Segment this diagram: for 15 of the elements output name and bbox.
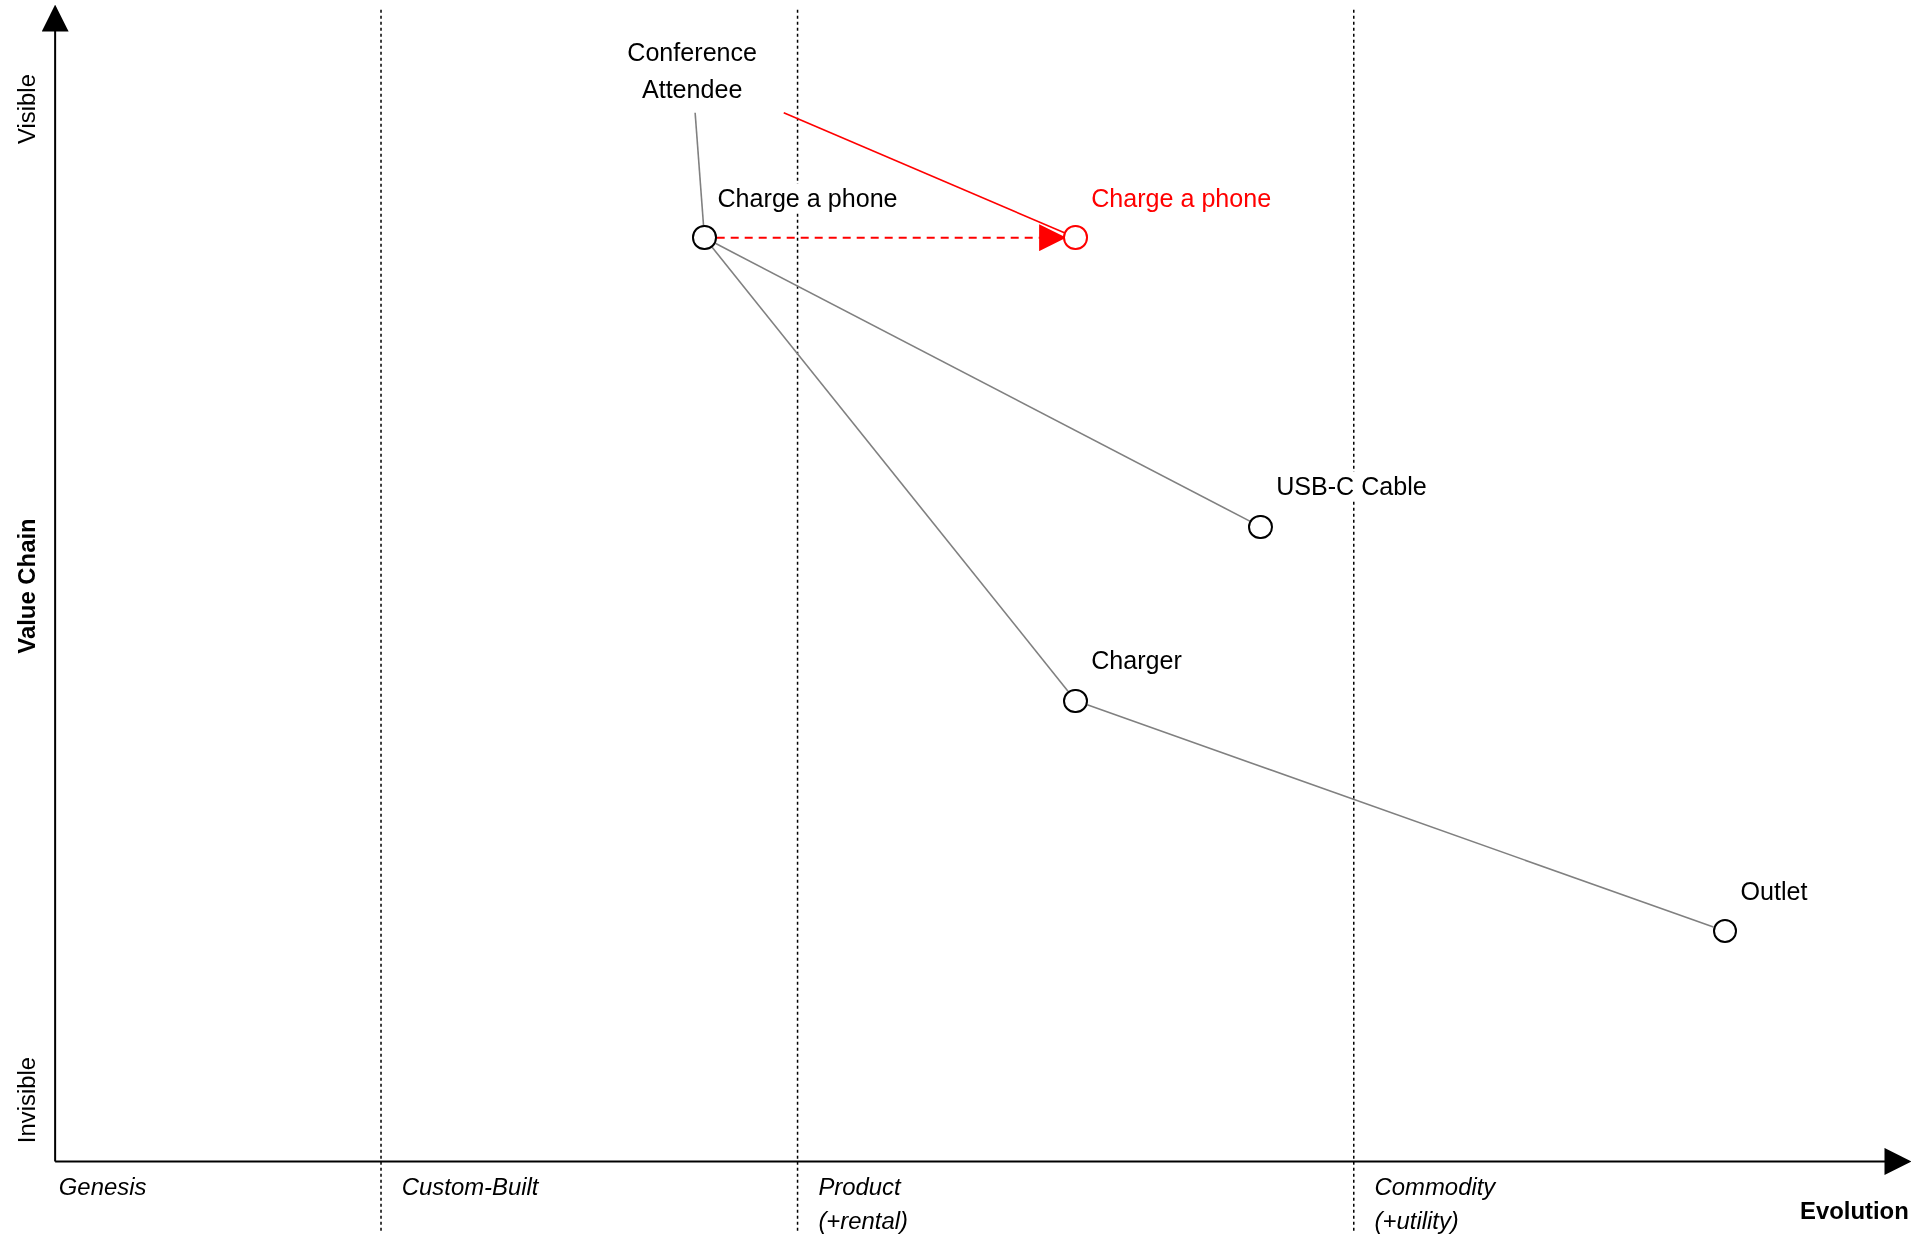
axis-end-label: Invisible bbox=[11, 1057, 41, 1144]
connector-line bbox=[711, 246, 1069, 692]
stage-label: Custom-Built bbox=[401, 1172, 539, 1202]
connector-line bbox=[1086, 704, 1715, 928]
actor-label: Conference Attendee bbox=[626, 37, 759, 106]
axis-end-label: Visible bbox=[11, 74, 41, 144]
axis-title: Value Chain bbox=[11, 517, 41, 654]
stage-label: Product (+rental) bbox=[818, 1172, 909, 1237]
connector-line bbox=[694, 111, 705, 227]
stage-label: Commodity (+utility) bbox=[1374, 1172, 1497, 1237]
stage-label: Genesis bbox=[58, 1172, 147, 1202]
connector-line bbox=[782, 111, 1066, 234]
component-label: Charge a phone bbox=[715, 183, 900, 213]
axis-title: Evolution bbox=[1800, 1196, 1909, 1227]
connector-line bbox=[714, 242, 1251, 522]
